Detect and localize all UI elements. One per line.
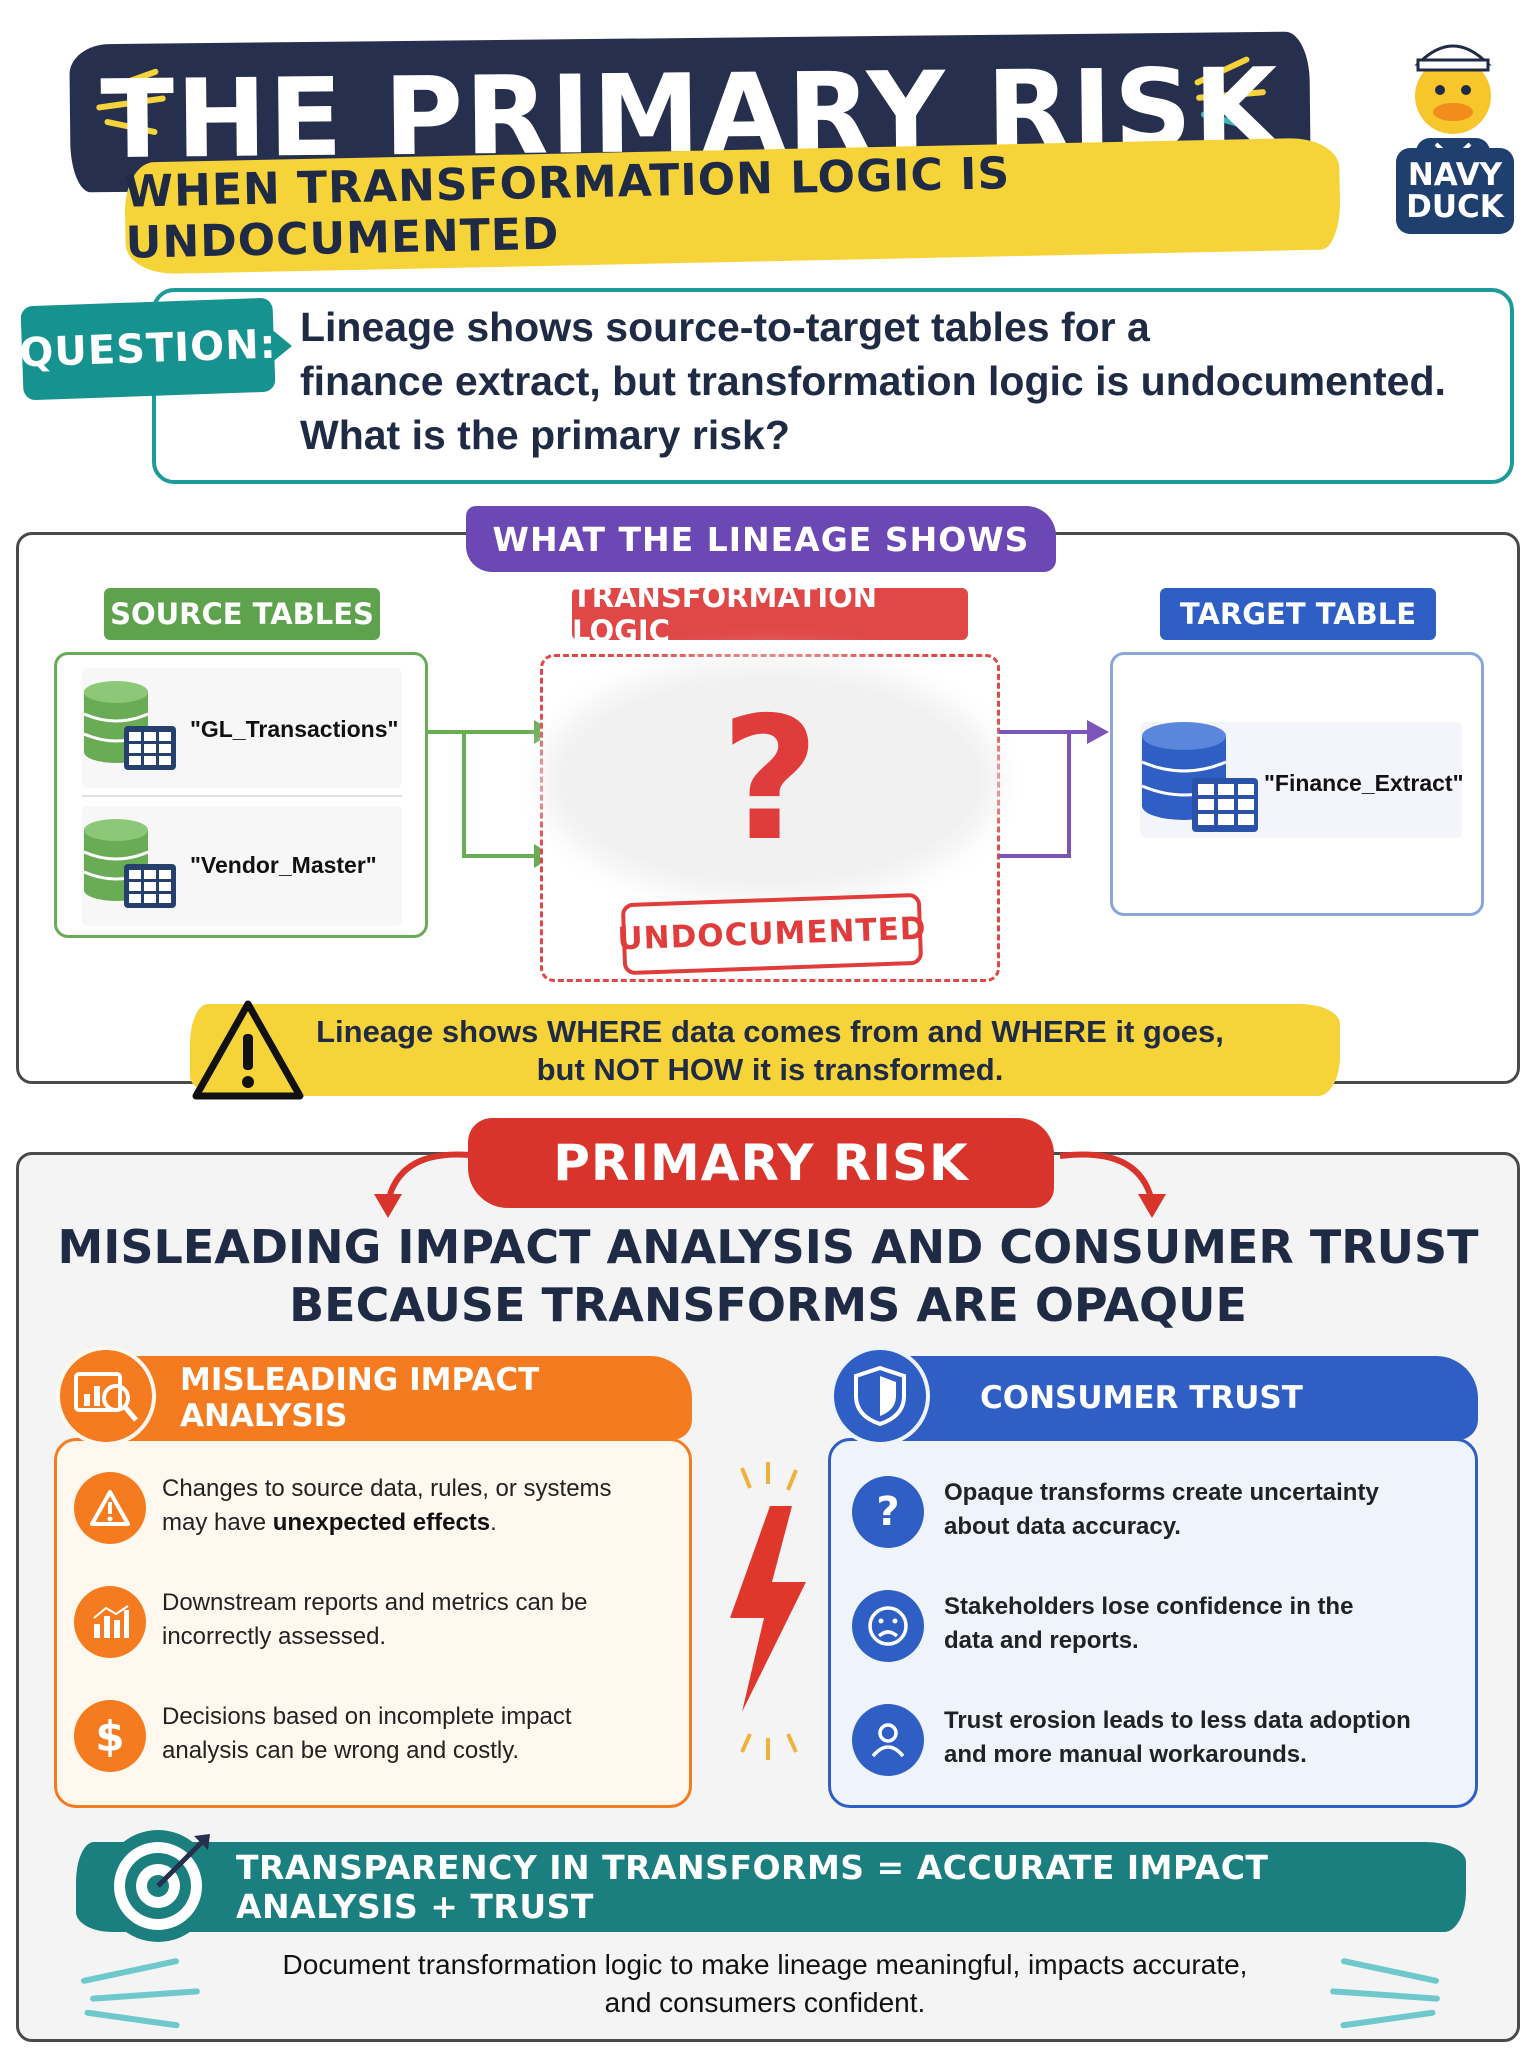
footer-line: and consumers confident. [604, 1987, 926, 2018]
divider [82, 795, 402, 797]
source-table-name: "Vendor_Master" [190, 852, 377, 878]
note-line: but NOT HOW it is transformed. [536, 1052, 1004, 1087]
warning-icon [192, 1000, 304, 1100]
footer-title: TRANSPARENCY IN TRANSFORMS = ACCURATE IM… [236, 1848, 1269, 1926]
shield-icon [830, 1346, 930, 1446]
logo-line: DUCK [1406, 189, 1504, 225]
item-line: Downstream reports and metrics can be [162, 1589, 588, 1616]
impact-card [54, 1438, 692, 1808]
question-icon: ? [852, 1476, 924, 1548]
trust-item-text: Trust erosion leads to less data adoptio… [944, 1704, 1464, 1772]
item-line-part: . [490, 1509, 497, 1536]
item-line: incorrectly assessed. [162, 1623, 387, 1650]
question-tag: QUESTION: [19, 297, 277, 401]
person-icon [852, 1704, 924, 1776]
headline-line: BECAUSE TRANSFORMS ARE OPAQUE [289, 1278, 1247, 1332]
cloud-shape [560, 680, 980, 880]
item-line: and more manual workarounds. [944, 1741, 1307, 1768]
item-line-bold: unexpected effects [272, 1509, 491, 1536]
trust-card-title: CONSUMER TRUST [980, 1380, 1303, 1416]
question-mark-icon: ? [720, 681, 820, 879]
analysis-magnifier-icon [56, 1346, 156, 1446]
footer-banner [76, 1842, 1466, 1932]
database-table-icon [83, 681, 176, 770]
logo-line: NAVY [1407, 157, 1503, 193]
target-table-name: "Finance_Extract" [1264, 770, 1464, 796]
lightning-icon [730, 1462, 806, 1760]
item-line: Trust erosion leads to less data adoptio… [944, 1707, 1411, 1734]
item-line-part: may have [162, 1509, 273, 1536]
impact-card-header: MISLEADING IMPACT ANALYSIS [70, 1356, 692, 1440]
question-line: Lineage shows source-to-target tables fo… [300, 304, 1150, 350]
lineage-banner: WHAT THE LINEAGE SHOWS [466, 506, 1056, 572]
database-table-icon [83, 819, 176, 908]
trust-item-text: Opaque transforms create uncertainty abo… [944, 1476, 1464, 1544]
item-line: analysis can be wrong and costly. [162, 1737, 520, 1764]
trust-card-header: CONSUMER TRUST [844, 1356, 1478, 1440]
navy-duck-logo: NAVY DUCK [1396, 148, 1514, 234]
source-to-transform-arrows [428, 720, 554, 868]
trust-item-text: Stakeholders lose confidence in the data… [944, 1590, 1464, 1658]
impact-item-text: Changes to source data, rules, or system… [162, 1472, 672, 1540]
question-text: Lineage shows source-to-target tables fo… [300, 300, 1500, 462]
source-table-name: "GL_Transactions" [190, 716, 399, 742]
target-icon [102, 1830, 214, 1942]
primary-risk-banner: PRIMARY RISK [468, 1118, 1054, 1208]
warning-icon [74, 1472, 146, 1544]
note-banner [190, 1004, 1340, 1096]
question-box [152, 288, 1514, 484]
lineage-note: Lineage shows WHERE data comes from and … [270, 1010, 1270, 1092]
footer-subtext: Document transformation logic to make li… [190, 1946, 1340, 2022]
database-table-icon [1141, 722, 1258, 832]
item-line: Stakeholders lose confidence in the [944, 1593, 1354, 1620]
item-line: about data accuracy. [944, 1513, 1181, 1540]
impact-card-title: MISLEADING IMPACT ANALYSIS [180, 1362, 540, 1434]
dollar-icon: $ [74, 1700, 146, 1772]
note-line: Lineage shows WHERE data comes from and … [316, 1014, 1224, 1049]
item-line: Changes to source data, rules, or system… [162, 1475, 612, 1502]
headline-line: MISLEADING IMPACT ANALYSIS AND CONSUMER … [57, 1220, 1479, 1274]
question-line: finance extract, but transformation logi… [300, 358, 1446, 404]
bar-chart-icon [74, 1586, 146, 1658]
item-line: Decisions based on incomplete impact [162, 1703, 572, 1730]
item-line: Opaque transforms create uncertainty [944, 1479, 1379, 1506]
question-line: What is the primary risk? [300, 412, 790, 458]
undocumented-stamp: UNDOCUMENTED [617, 892, 927, 976]
source-tables-label: SOURCE TABLES [104, 588, 380, 640]
item-line: may have unexpected effects. [162, 1506, 672, 1540]
target-table-label: TARGET TABLE [1160, 588, 1436, 640]
footer-line: Document transformation logic to make li… [282, 1949, 1248, 1980]
impact-item-text: Downstream reports and metrics can be in… [162, 1586, 672, 1654]
curved-arrows-icon [374, 1151, 1166, 1218]
risk-headline: MISLEADING IMPACT ANALYSIS AND CONSUMER … [40, 1218, 1496, 1334]
transformation-logic-label: TRANSFORMATION LOGIC [572, 580, 968, 648]
impact-item-text: Decisions based on incomplete impact ana… [162, 1700, 672, 1768]
sad-face-icon [852, 1590, 924, 1662]
transform-to-target-arrow [999, 720, 1109, 858]
item-line: data and reports. [944, 1627, 1139, 1654]
